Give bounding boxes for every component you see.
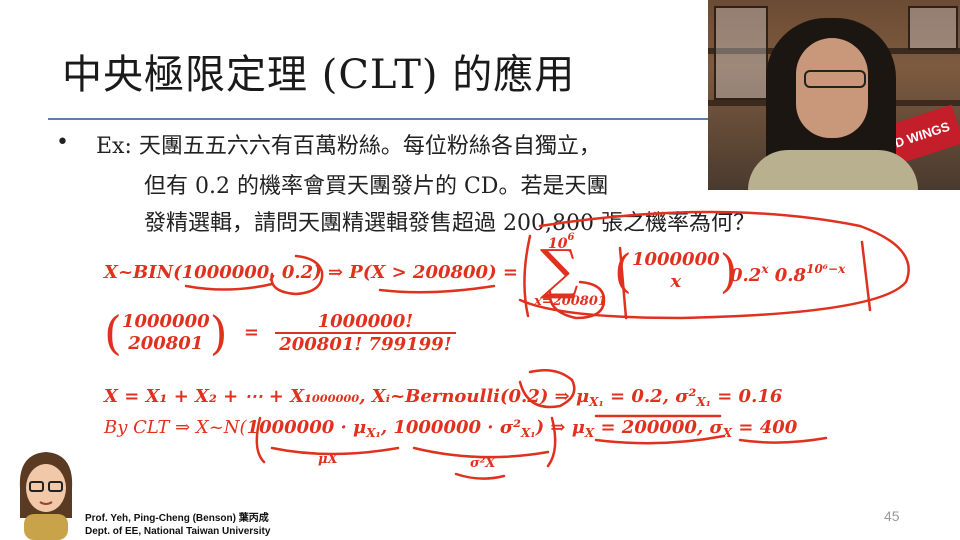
presenter-affiliation: Dept. of EE, National Taiwan University [85,526,271,537]
cabinet-door [714,6,768,100]
presenter-avatar-icon [19,452,73,540]
bullet-marker: • [56,130,69,155]
brace-label-variance: σ²X [470,456,496,471]
presenter-shirt [748,150,918,190]
body-line-2: 但有 0.2 的機率會買天團發片的 CD。若是天團 [144,174,609,199]
brace-label-mean: μX [318,452,338,467]
presenter-name: Prof. Yeh, Ping-Cheng (Benson) 葉丙成 [85,513,269,524]
presenter-webcam: RED WINGS [708,0,960,190]
presenter-face [796,38,868,138]
presenter-credit: Prof. Yeh, Ping-Cheng (Benson) 葉丙成 Dept.… [85,512,270,538]
cabinet-door [908,6,958,50]
math-line-clt: By CLT ⇒ X~N(1000000 · μX₁, 1000000 · σ²… [104,417,798,440]
body-line-3: 發精選輯，請問天團精選輯發售超過 200,800 張之機率為何？ [144,211,755,236]
sum-lower-limit: x=200801 [534,294,607,309]
title-divider [48,118,708,120]
summation-sign: ∑ [540,238,579,301]
math-line-sum-of-bernoulli: X = X₁ + X₂ + ⋯ + X₁₀₀₀₀₀₀, Xᵢ~Bernoulli… [104,386,783,409]
math-line-binomial: X~BIN(1000000, 0.2) ⇒ P(X > 200800) = [104,262,518,283]
body-line-1: Ex: 天團五五六六有百萬粉絲。每位粉絲各自獨立， [96,134,601,159]
presenter-glasses [804,70,866,88]
probability-terms: 0.2x 0.810⁶−x [730,262,846,286]
slide-page-number: 45 [884,508,900,524]
binomial-definition: X~BIN(1000000, 0.2) ⇒ P(X > 200800) = [104,262,518,283]
slide-title: 中央極限定理 (CLT) 的應用 [62,52,576,98]
